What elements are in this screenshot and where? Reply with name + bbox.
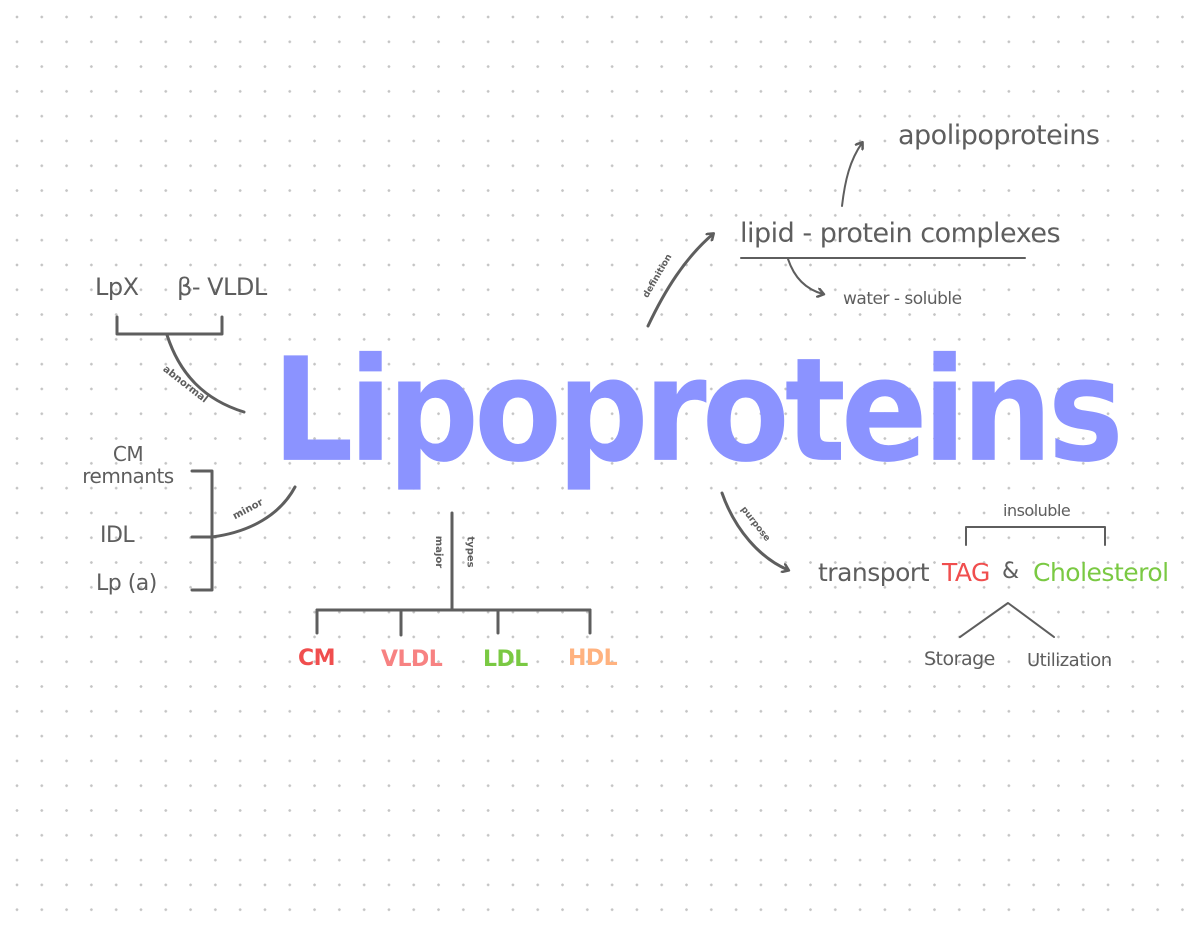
node-tag: TAG: [942, 558, 990, 587]
edge-label-major: major: [433, 535, 445, 569]
type-cm: CM: [298, 646, 336, 671]
node-cm-remnants: CM remnants: [82, 442, 174, 488]
node-idl: IDL: [100, 523, 135, 548]
edge-label-minor: minor: [231, 497, 266, 523]
insoluble-bracket: [965, 526, 1106, 546]
main-title: Lipoproteins: [272, 327, 1124, 495]
node-ampersand: &: [1002, 559, 1019, 584]
node-beta-vldl: β- VLDL: [177, 273, 267, 301]
abnormal-bracket: [115, 315, 224, 336]
apolipoproteins-arrow: [841, 143, 862, 207]
node-cholesterol: Cholesterol: [1033, 558, 1169, 587]
label-insoluble: insoluble: [1003, 501, 1071, 520]
edge-label-types: types: [464, 536, 476, 568]
split-lines: [959, 602, 1055, 638]
node-lp-a: Lp (a): [96, 571, 157, 596]
node-storage: Storage: [924, 648, 995, 670]
node-apolipoproteins: apolipoproteins: [898, 120, 1100, 151]
node-lipid-protein-complexes: lipid - protein complexes: [740, 218, 1061, 249]
type-hdl: HDL: [568, 646, 618, 671]
edge-label-abnormal: abnormal: [160, 363, 210, 406]
node-transport: transport: [818, 558, 930, 587]
edge-label-definition: definition: [641, 252, 675, 300]
node-lpx: LpX: [95, 273, 139, 301]
edge-label-purpose: purpose: [738, 504, 772, 544]
minor-bracket: [190, 469, 214, 592]
node-water-soluble: water - soluble: [843, 289, 962, 309]
node-utilization: Utilization: [1027, 650, 1112, 671]
type-ldl: LDL: [483, 647, 528, 672]
water-soluble-arrow: [787, 258, 823, 294]
type-vldl: VLDL: [381, 647, 443, 672]
